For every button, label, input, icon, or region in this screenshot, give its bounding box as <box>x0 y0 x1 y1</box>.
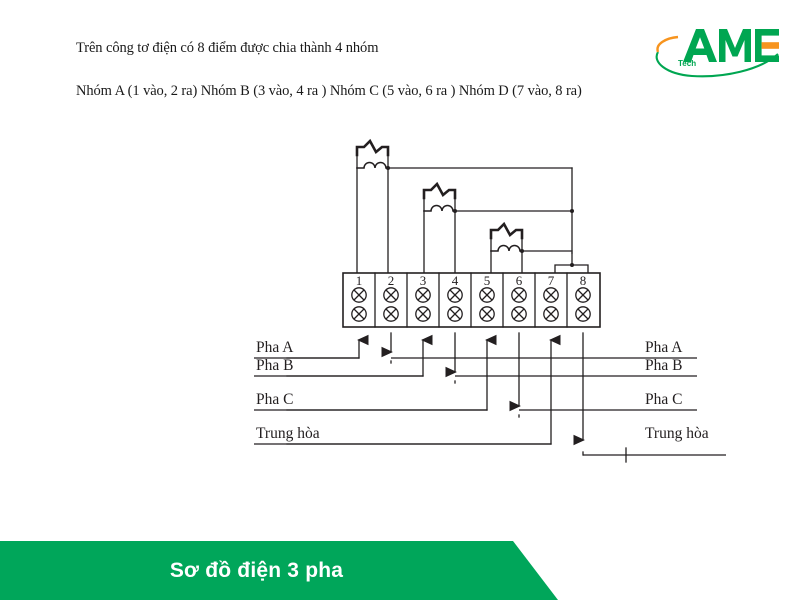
terminal-1[interactable] <box>351 287 367 322</box>
terminal-number-8: 8 <box>580 273 587 288</box>
terminal-4[interactable] <box>447 287 463 322</box>
right-label-phase-a: Pha A <box>645 339 683 356</box>
terminal-7-8-jumper <box>554 252 589 274</box>
terminal-8[interactable] <box>575 287 591 322</box>
logo-letter-a <box>683 29 717 62</box>
terminal-number-4: 4 <box>452 273 459 288</box>
right-label-phase-c: Pha C <box>645 391 682 408</box>
header-line-2: Nhóm A (1 vào, 2 ra) Nhóm B (3 vào, 4 ra… <box>76 83 582 99</box>
logo-letter-e-middle <box>761 42 779 49</box>
terminal-number-6: 6 <box>516 273 523 288</box>
logo-letter-m <box>719 29 751 62</box>
logo-swoosh-green <box>655 51 779 78</box>
terminal-number-7: 7 <box>548 273 555 288</box>
left-label-phase-c: Pha C <box>256 391 293 408</box>
terminal-number-5: 5 <box>484 273 491 288</box>
logo-tagline: Tech <box>678 59 696 68</box>
terminal-2[interactable] <box>383 287 399 322</box>
ame-tech-logo: Tech <box>655 29 779 78</box>
logo-letter-e-stem <box>755 29 762 62</box>
right-phase-labels: Pha A Pha B Pha C Trung hòa <box>391 339 726 456</box>
left-label-phase-b: Pha B <box>256 357 293 374</box>
left-label-phase-a: Pha A <box>256 339 294 356</box>
wire-phase-c-in <box>286 334 497 411</box>
terminal-number-3: 3 <box>420 273 427 288</box>
left-phase-labels: Pha A Pha B Pha C Trung hòa <box>254 339 551 445</box>
wire-neutral-in <box>286 334 561 445</box>
terminal-numbers: 1 2 3 4 5 6 7 8 <box>356 273 587 288</box>
banner-background <box>0 541 558 600</box>
banner-title: Sơ đồ điện 3 pha <box>169 558 344 582</box>
bottom-banner: Sơ đồ điện 3 pha <box>0 541 560 600</box>
logo-letter-e-bottom <box>755 55 779 62</box>
terminal-3[interactable] <box>415 287 431 322</box>
right-label-phase-b: Pha B <box>645 357 682 374</box>
current-transformer-c <box>489 221 573 274</box>
terminal-block <box>342 272 601 328</box>
logo-letter-e-top <box>755 29 779 36</box>
right-label-neutral: Trung hòa <box>645 425 709 442</box>
logo-swoosh-orange <box>656 35 679 53</box>
terminal-7[interactable] <box>543 287 559 322</box>
header-line-1: Trên công tơ điện có 8 điểm được chia th… <box>76 40 379 56</box>
wiring-diagram: 1 2 3 4 5 6 7 8 Pha A Pha B Pha C Trung … <box>254 138 726 463</box>
current-transformer-b <box>422 181 574 274</box>
banner-shape <box>0 541 558 600</box>
terminal-5[interactable] <box>479 287 495 322</box>
terminal-number-2: 2 <box>388 273 395 288</box>
terminal-number-1: 1 <box>356 273 363 288</box>
left-label-neutral: Trung hòa <box>256 425 320 442</box>
terminal-6[interactable] <box>511 287 527 322</box>
current-transformer-a <box>355 138 573 274</box>
terminal-screws <box>351 287 591 322</box>
wire-phase-a-in <box>286 334 369 359</box>
